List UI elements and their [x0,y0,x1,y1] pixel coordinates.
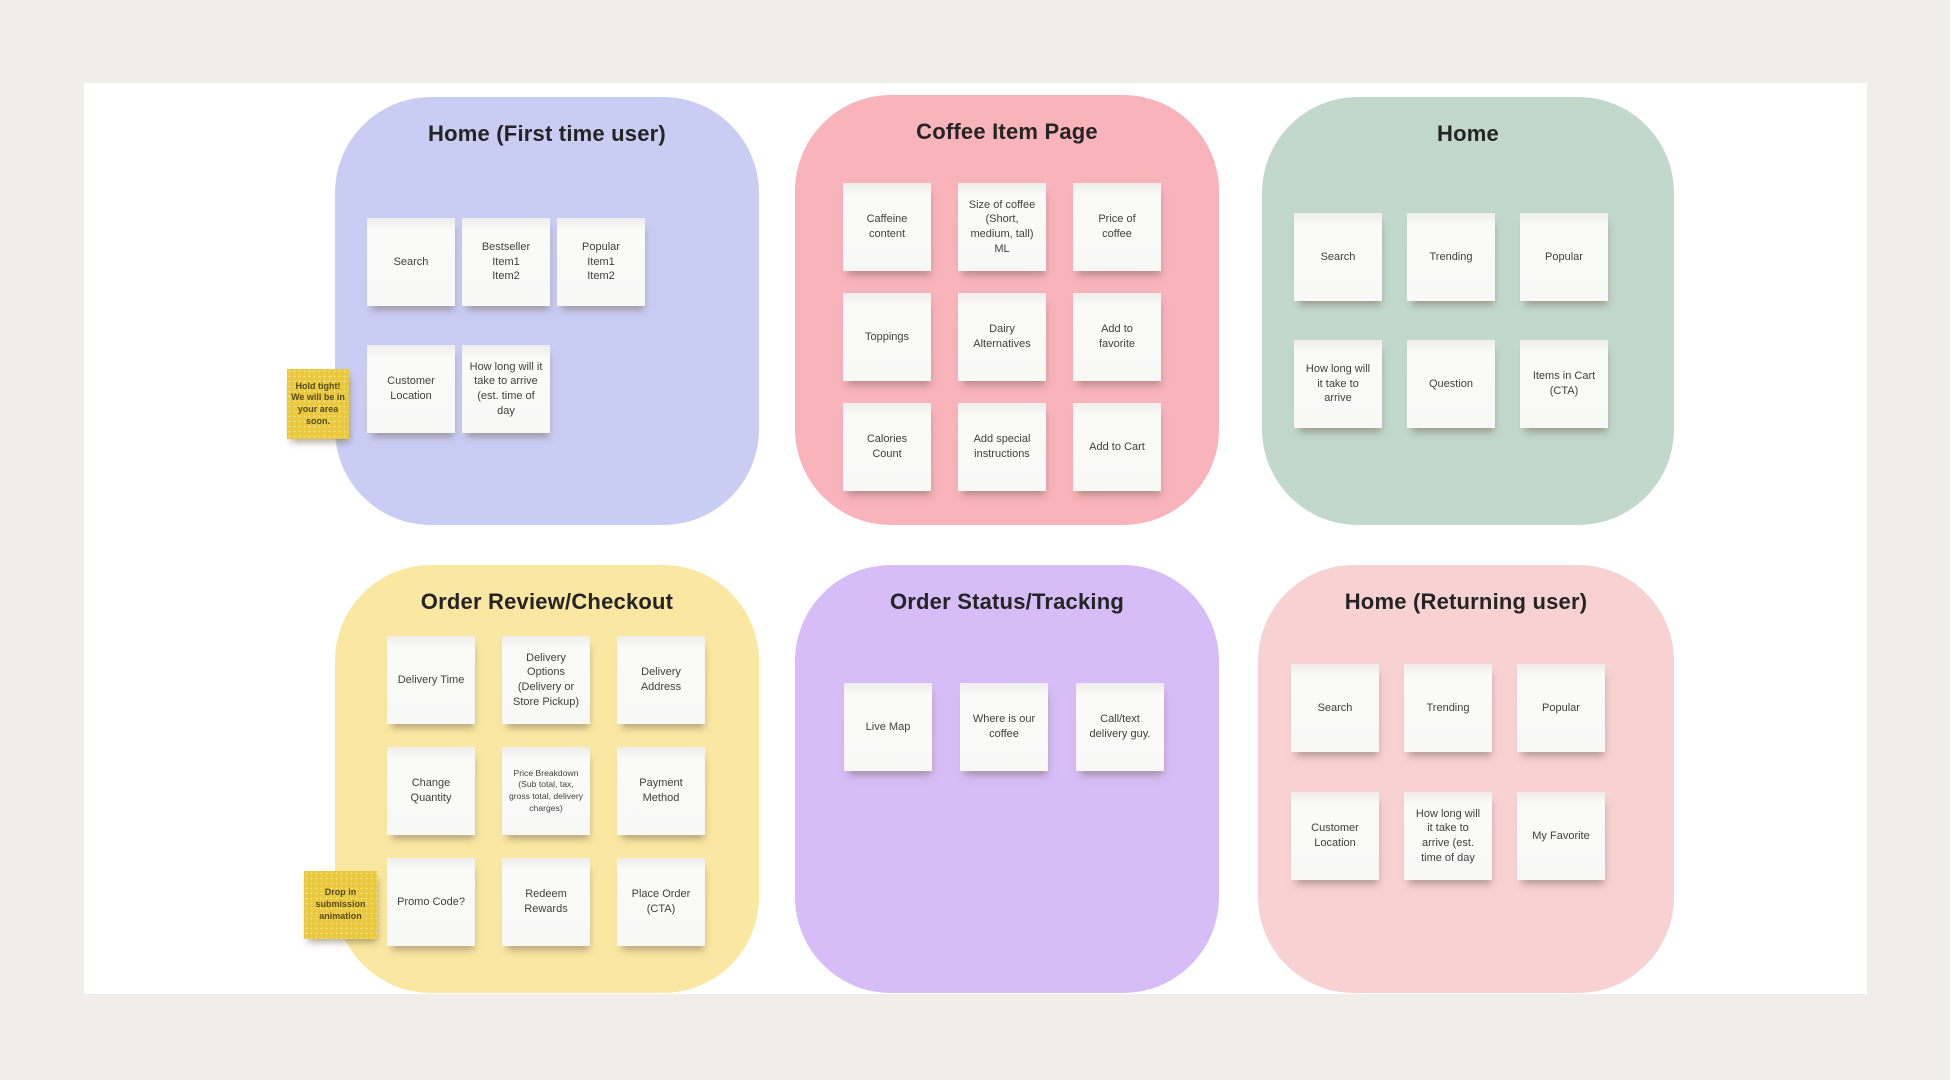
sticky-note-text: Question [1428,377,1474,390]
sticky-note[interactable]: Delivery Time [387,636,475,724]
sticky-note[interactable]: Calories Count [843,403,931,491]
section-title: Home [1437,121,1499,146]
sticky-note[interactable]: Trending [1404,664,1492,752]
sticky-note[interactable]: Trending [1407,213,1495,301]
sticky-annotation-text: Hold tight! We will be in your area soon… [291,380,345,426]
sticky-note-text: Calories Count [866,433,908,460]
notes-grid: Search Bestseller Item1 Item2 Popular Item… [367,218,645,433]
sticky-note[interactable]: Customer Location [1291,792,1379,880]
sticky-note-text: Price of coffee [1098,213,1136,240]
sticky-note-text: Price Breakdown (Sub total, tax, gross t… [508,767,584,813]
sticky-note[interactable]: Price of coffee [1073,183,1161,271]
sticky-note[interactable]: Call/text delivery guy. [1076,683,1164,771]
sticky-note[interactable]: Bestseller Item1 Item2 [462,218,550,306]
sticky-note-text: Delivery Address [640,666,682,693]
sticky-note-text: How long will it take to arrive [1305,363,1371,405]
sticky-note-text: Toppings [864,330,910,343]
sticky-note[interactable]: Change Quantity [387,747,475,835]
sticky-note-text: Place Order (CTA) [631,888,691,915]
sticky-note-text: Trending [1426,701,1470,714]
sticky-note-text: Call/text delivery guy. [1089,713,1151,740]
sticky-note-text: Customer Location [1311,822,1359,849]
section-title: Home (First time user) [428,121,666,146]
sticky-note[interactable]: Price Breakdown (Sub total, tax, gross t… [502,747,590,835]
sticky-annotation-text: Drop in submission animation [315,887,366,921]
sticky-note-text: Add special instructions [973,433,1031,460]
sticky-note-text: Add to Cart [1089,440,1145,453]
sticky-note[interactable]: Dairy Alternatives [958,293,1046,381]
sticky-note[interactable]: Search [1291,664,1379,752]
sticky-note-text: Popular [1542,701,1580,714]
sticky-note-text: Change Quantity [410,777,452,804]
sticky-note[interactable]: Live Map [844,683,932,771]
notes-grid: Live Map Where is our coffee Call/text del… [844,683,1164,771]
section-home-first-time-user[interactable]: Home (First time user) Search Bestseller … [335,97,759,525]
sticky-note[interactable]: Toppings [843,293,931,381]
sticky-note[interactable]: Customer Location [367,345,455,433]
sticky-note[interactable]: My Favorite [1517,792,1605,880]
sticky-note[interactable]: Add to favorite [1073,293,1161,381]
sticky-note-text: Delivery Time [397,673,465,686]
section-order-status-tracking[interactable]: Order Status/Tracking Live Map Where is o… [795,565,1219,993]
sticky-note-text: Redeem Rewards [524,888,568,915]
sticky-note[interactable]: Delivery Address [617,636,705,724]
sticky-note[interactable]: Items in Cart (CTA) [1520,340,1608,428]
sticky-note[interactable]: Caffeine content [843,183,931,271]
sticky-note-text: Promo Code? [397,895,465,908]
sticky-note-text: Popular Item1 Item2 [582,241,620,283]
sticky-note-text: How long will it take to arrive (est. ti… [469,360,543,417]
sticky-note-text: Search [393,255,429,268]
sticky-note[interactable]: Popular Item1 Item2 [557,218,645,306]
sticky-note[interactable]: Popular [1517,664,1605,752]
sticky-note-text: Caffeine content [866,213,908,240]
sticky-note-text: Popular [1545,250,1583,263]
notes-grid: Delivery Time Delivery Options (Delivery … [387,636,705,946]
sticky-note[interactable]: Size of coffee (Short, medium, tall) ML [958,183,1046,271]
sticky-annotation-drop-in[interactable]: Drop in submission animation [304,871,377,939]
sticky-note[interactable]: Delivery Options (Delivery or Store Pick… [502,636,590,724]
section-title: Coffee Item Page [916,119,1098,144]
section-coffee-item-page[interactable]: Coffee Item Page Caffeine content Size of… [795,95,1219,525]
sticky-note-text: Items in Cart (CTA) [1532,370,1596,397]
sticky-note[interactable]: Redeem Rewards [502,858,590,946]
sticky-note[interactable]: How long will it take to arrive (est. ti… [462,345,550,433]
sticky-note[interactable]: Where is our coffee [960,683,1048,771]
sticky-note[interactable]: How long will it take to arrive [1294,340,1382,428]
sticky-note[interactable]: Payment Method [617,747,705,835]
section-title: Home (Returning user) [1344,589,1588,614]
sticky-note-text: How long will it take to arrive (est. ti… [1415,807,1481,864]
sticky-note-text: Payment Method [639,777,683,804]
notes-grid: Caffeine content Size of coffee (Short, m… [843,183,1161,491]
sticky-note[interactable]: Add to Cart [1073,403,1161,491]
sticky-note-text: Search [1320,250,1356,263]
sticky-note-text: Trending [1429,250,1473,263]
sticky-note-text: Delivery Options (Delivery or Store Pick… [512,651,580,708]
sticky-note[interactable]: Question [1407,340,1495,428]
sticky-note[interactable]: Place Order (CTA) [617,858,705,946]
sticky-note-text: Where is our coffee [972,713,1036,740]
sticky-note-text: Search [1317,701,1353,714]
sticky-note-text: Size of coffee (Short, medium, tall) ML [968,198,1036,255]
sticky-note-text: Bestseller Item1 Item2 [481,241,531,283]
section-home-returning-user[interactable]: Home (Returning user) Search Trending Popu… [1258,565,1674,993]
sticky-note-text: Customer Location [387,375,435,402]
sticky-note[interactable]: Promo Code? [387,858,475,946]
sticky-note[interactable]: Add special instructions [958,403,1046,491]
sticky-note[interactable]: Search [367,218,455,306]
section-title: Order Status/Tracking [889,589,1125,614]
sticky-note[interactable]: Search [1294,213,1382,301]
section-title: Order Review/Checkout [420,589,674,614]
sticky-note-text: Add to favorite [1098,323,1136,350]
sticky-note-text: Dairy Alternatives [973,323,1031,350]
sticky-annotation-hold-tight[interactable]: Hold tight! We will be in your area soon… [287,369,349,439]
sticky-note[interactable]: Popular [1520,213,1608,301]
sticky-note-text: My Favorite [1532,829,1590,842]
sticky-note[interactable]: How long will it take to arrive (est. ti… [1404,792,1492,880]
sticky-note-text: Live Map [865,720,911,733]
